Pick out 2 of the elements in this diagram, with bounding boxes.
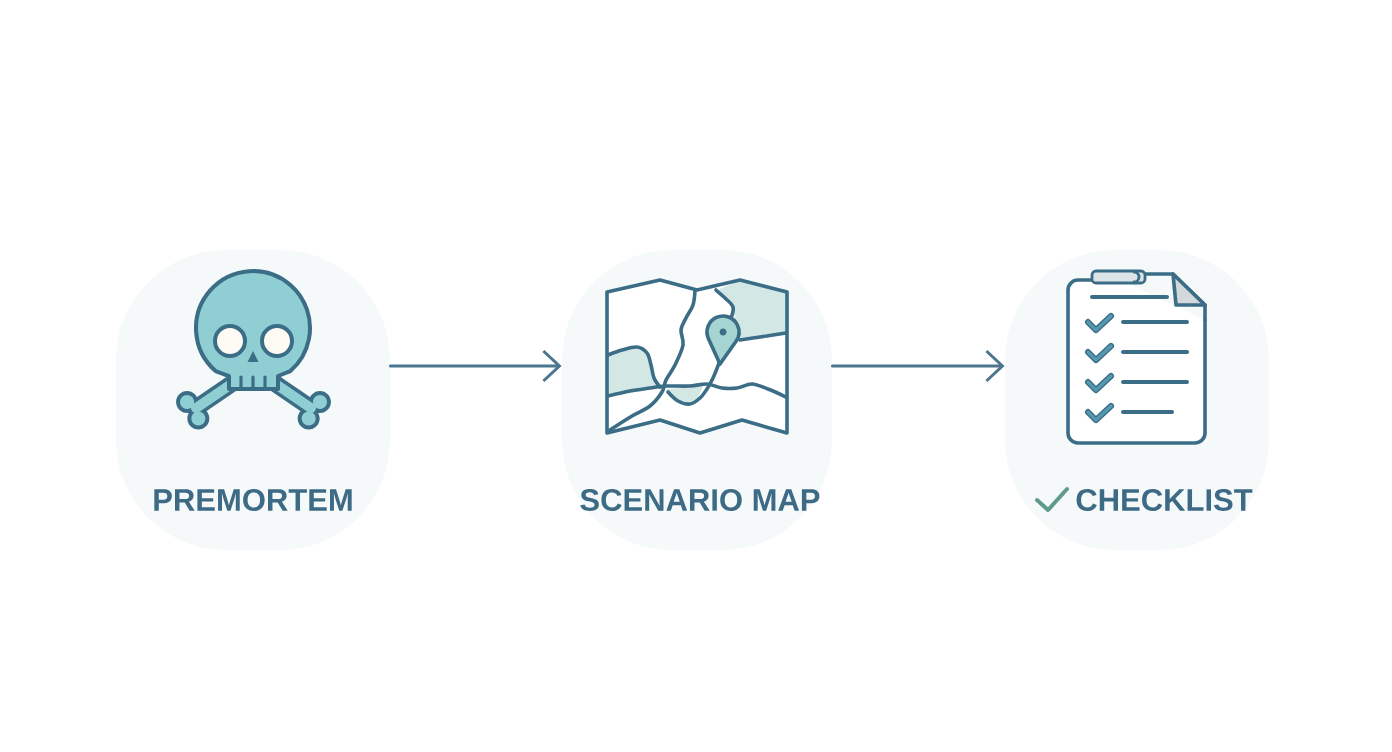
- arrow: [388, 349, 562, 383]
- arrow: [830, 349, 1005, 383]
